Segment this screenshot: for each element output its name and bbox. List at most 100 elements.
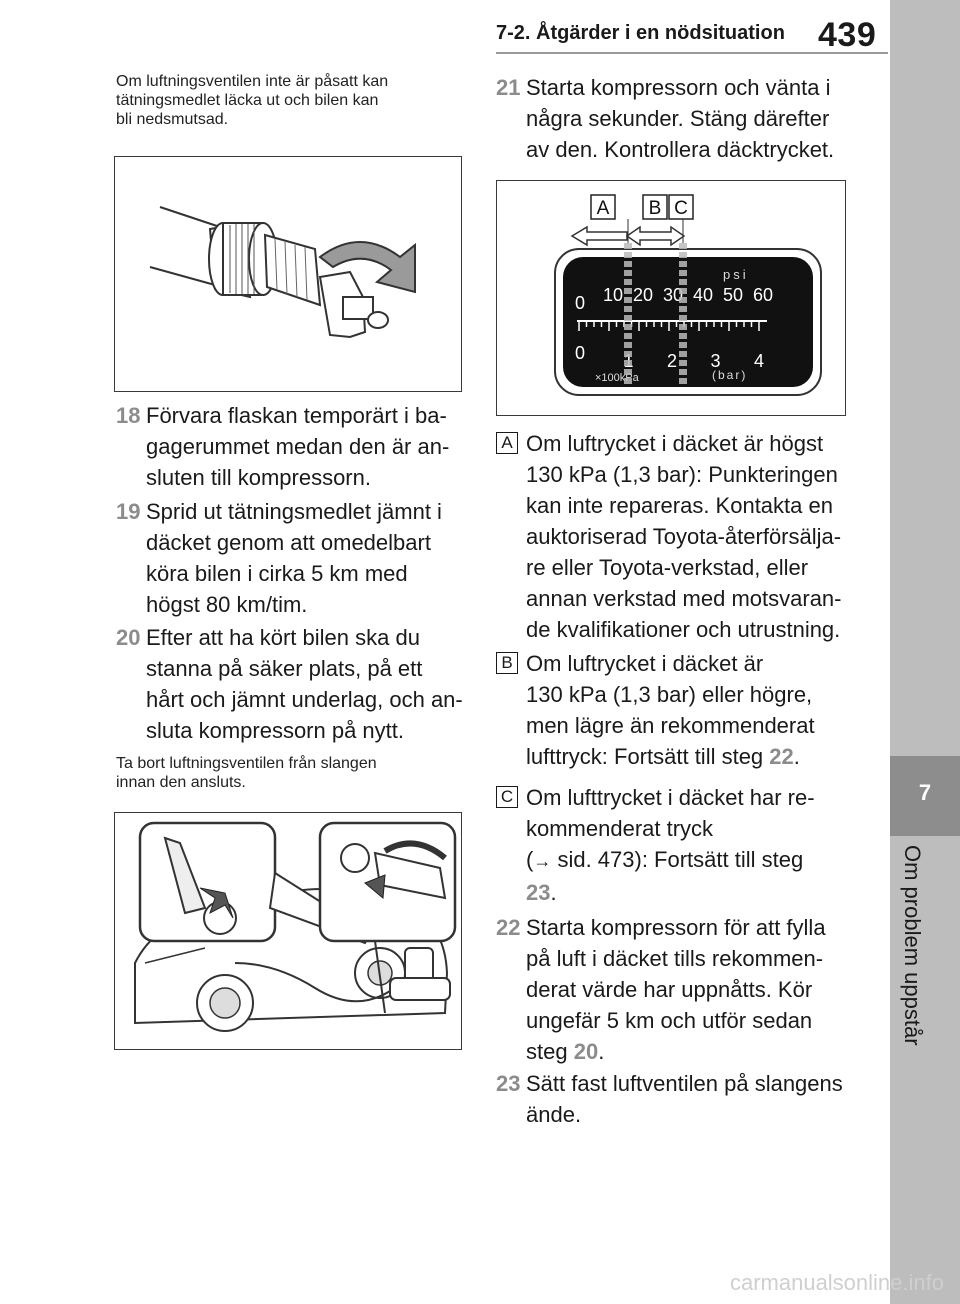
- note-line: Ta bort luftningsventilen från slangen: [116, 755, 377, 772]
- step-line: Sätt fast luftventilen på slangens: [526, 1071, 843, 1096]
- bar-tick-label: 4: [754, 351, 764, 371]
- psi-tick-label: 20: [633, 285, 653, 305]
- step-number: 20: [116, 625, 141, 650]
- note-line: innan den ansluts.: [116, 774, 246, 791]
- legend-line: 130 kPa (1,3 bar): Punkteringen: [526, 462, 838, 487]
- step-line: Starta kompressorn och vänta i: [526, 75, 831, 100]
- step-punctuation: .: [598, 1039, 605, 1064]
- step-line: högst 80 km/tim.: [146, 592, 308, 617]
- gauge-unit-psi: psi: [723, 267, 749, 282]
- legend-line: men lägre än rekommenderat: [526, 713, 815, 738]
- note-valve: Om luftningsventilen inte är påsatt kan …: [116, 72, 388, 129]
- psi-tick-label: 40: [693, 285, 713, 305]
- page-ref-arrow-icon: →: [533, 851, 552, 871]
- step-line: hårt och jämnt underlag, och an-: [146, 687, 463, 712]
- legend-line: kommenderat tryck: [526, 816, 714, 841]
- gauge-label-b-box: [642, 194, 668, 220]
- step-line: sluten till kompressorn.: [146, 465, 371, 490]
- legend-line: re eller Toyota-verkstad, eller: [526, 555, 809, 580]
- legend-key-b: B: [496, 652, 518, 674]
- step-line: på luft i däcket tills rekommen-: [526, 946, 824, 971]
- step-23: 23 Sätt fast luftventilen på slangens än…: [496, 1068, 866, 1130]
- step-20: 20 Efter att ha kört bilen ska du stanna…: [116, 622, 466, 746]
- note-line: tätningsmedlet läcka ut och bilen kan: [116, 92, 379, 109]
- step-22: 22 Starta kompressorn för att fylla på l…: [496, 912, 866, 1067]
- step-number: 19: [116, 499, 141, 524]
- legend-line-text: (: [526, 847, 534, 872]
- step-line: ungefär 5 km och utför sedan: [526, 1008, 813, 1033]
- step-line: ände.: [526, 1102, 582, 1127]
- legend-c-text: Om lufttrycket i däcket har re- kommende…: [526, 782, 876, 908]
- legend-line: de kvalifikationer och utrustning.: [526, 617, 841, 642]
- step-number: 21: [496, 75, 521, 100]
- legend-line-text: lufttryck: Fortsätt till steg: [526, 744, 764, 769]
- step-line: derat värde har uppnåtts. Kör: [526, 977, 813, 1002]
- gauge-label-a: A: [597, 198, 610, 219]
- bar-tick-label: 0: [575, 343, 585, 363]
- chapter-number: 7: [918, 780, 932, 805]
- step-line: sluta kompressorn på nytt.: [146, 718, 405, 743]
- note-remove-valve: Ta bort luftningsventilen från slangen i…: [116, 754, 377, 792]
- legend-punctuation: .: [550, 880, 557, 905]
- legend-line: kan inte repareras. Kontakta en: [526, 493, 833, 518]
- step-number: 23: [496, 1071, 521, 1096]
- step-line: köra bilen i cirka 5 km med: [146, 561, 408, 586]
- note-line: bli nedsmutsad.: [116, 111, 229, 128]
- bar-tick-label: 3: [710, 351, 720, 371]
- step-line: Sprid ut tätningsmedlet jämnt i: [146, 499, 442, 524]
- step-line: däcket genom att omedelbart: [146, 530, 431, 555]
- chapter-tab[interactable]: [890, 756, 960, 836]
- legend-line: annan verkstad med motsvaran-: [526, 586, 842, 611]
- step-line: Starta kompressorn för att fylla: [526, 915, 826, 940]
- psi-tick-label: 0: [575, 293, 585, 313]
- gauge-label-a-box: [590, 194, 616, 220]
- section-title: 7-2. Åtgärder i en nödsituation: [496, 22, 785, 44]
- step-line: Efter att ha kört bilen ska du: [146, 625, 420, 650]
- hose-valve-drawing: [149, 206, 416, 339]
- legend-line: lufttryck: Fortsätt till steg 22.: [526, 741, 876, 772]
- step-19: 19 Sprid ut tätningsmedlet jämnt i däcke…: [116, 496, 466, 620]
- gauge-label-c-box: [668, 194, 694, 220]
- gauge-unit-bar: (bar): [712, 368, 747, 382]
- step-line: av den. Kontrollera däcktrycket.: [526, 137, 835, 162]
- psi-tick-label: 30: [663, 285, 683, 305]
- car-compressor-drawing: [134, 821, 457, 1032]
- hose-valve-illustration: [114, 156, 462, 392]
- legend-line: auktoriserad Toyota-återförsälja-: [526, 524, 842, 549]
- chapter-title: Om problem uppstår: [900, 845, 925, 1046]
- step-line-text: steg: [526, 1039, 574, 1064]
- legend-line: Om luftrycket i däcket är högst: [526, 431, 824, 456]
- legend-line: 130 kPa (1,3 bar) eller högre,: [526, 682, 813, 707]
- legend-a-text: Om luftrycket i däcket är högst 130 kPa …: [526, 428, 876, 645]
- range-arrow-b: [625, 225, 686, 247]
- legend-punctuation: .: [793, 744, 800, 769]
- step-line: några sekunder. Stäng därefter: [526, 106, 830, 131]
- step-reference-20[interactable]: 20: [573, 1039, 599, 1064]
- car-compressor-illustration: [114, 812, 462, 1050]
- gauge-label-b: B: [649, 198, 662, 219]
- step-21: 21 Starta kompressorn och vänta i några …: [496, 72, 866, 165]
- legend-line: Om lufttrycket i däcket har re-: [526, 785, 815, 810]
- legend-line: (→ sid. 473): Fortsätt till steg: [526, 844, 876, 877]
- psi-tick-label: 60: [753, 285, 773, 305]
- page-number: 439: [818, 16, 877, 54]
- step-18: 18 Förvara flaskan temporärt i ba- gager…: [116, 400, 466, 493]
- gauge-unit-kpa: ×100kPa: [595, 372, 640, 384]
- step-reference-22[interactable]: 22: [769, 744, 794, 769]
- step-number: 18: [116, 403, 141, 428]
- psi-tick-label: 10: [603, 285, 623, 305]
- legend-line: Om luftrycket i däcket är: [526, 651, 764, 676]
- gauge-label-c: C: [674, 198, 688, 219]
- step-number: 22: [496, 915, 521, 940]
- legend-line: 23.: [526, 877, 876, 908]
- step-line: Förvara flaskan temporärt i ba-: [146, 403, 447, 428]
- step-line: stanna på säker plats, på ett: [146, 656, 423, 681]
- step-reference-23[interactable]: 23: [526, 880, 551, 905]
- bar-tick-label: 2: [667, 351, 677, 371]
- legend-key-c: C: [496, 786, 518, 808]
- step-line: gagerummet medan den är an-: [146, 434, 450, 459]
- legend-b-text: Om luftrycket i däcket är 130 kPa (1,3 b…: [526, 648, 876, 772]
- page-reference-link[interactable]: sid. 473): Fortsätt till steg: [551, 847, 804, 872]
- legend-key-a: A: [496, 432, 518, 454]
